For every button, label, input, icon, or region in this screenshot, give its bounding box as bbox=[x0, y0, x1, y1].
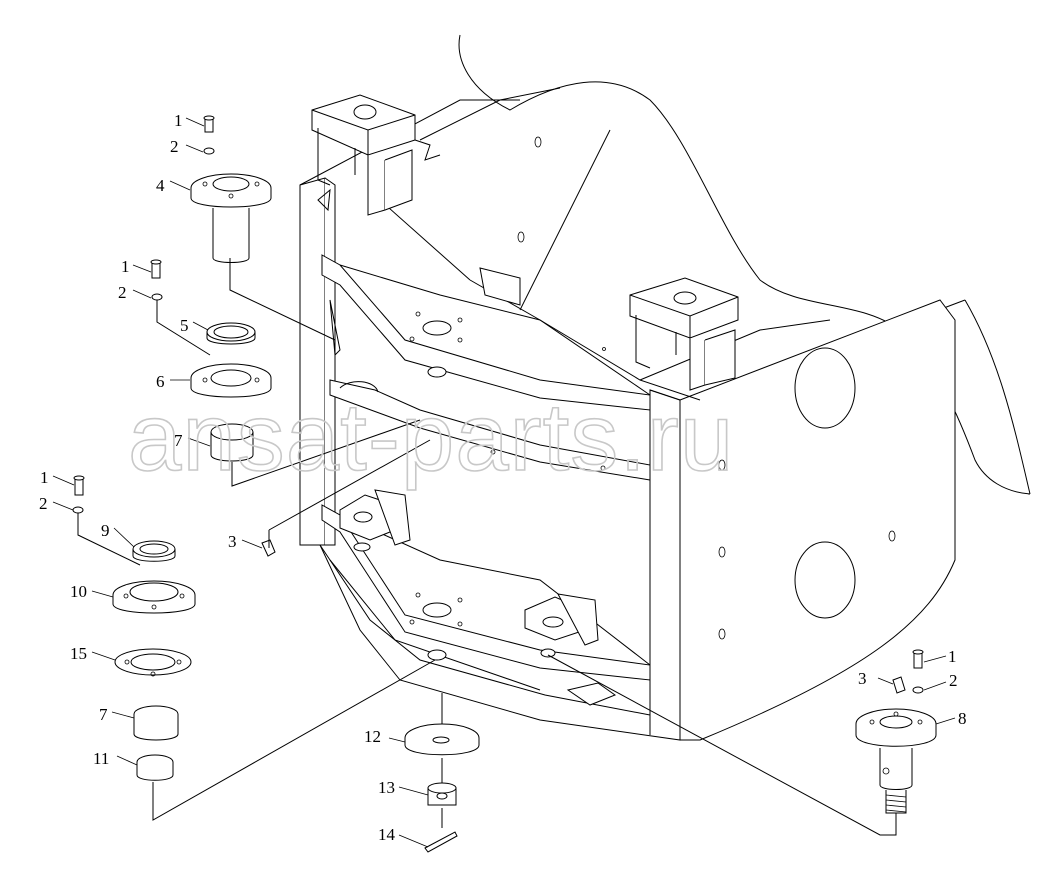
callout-3-a: 3 bbox=[228, 532, 237, 551]
bearing-assembly-lower bbox=[72, 475, 436, 821]
callout-leaders bbox=[52, 117, 956, 848]
callout-7-a: 7 bbox=[174, 431, 183, 450]
callout-1-c: 1 bbox=[40, 468, 49, 487]
callout-3-b: 3 bbox=[858, 669, 867, 688]
callout-4: 4 bbox=[156, 176, 165, 195]
callout-11: 11 bbox=[93, 749, 109, 768]
callout-2-c: 2 bbox=[39, 494, 48, 513]
pin-assembly-8 bbox=[547, 649, 937, 836]
callout-1-d: 1 bbox=[948, 647, 957, 666]
callout-2-b: 2 bbox=[118, 283, 127, 302]
callout-7-b: 7 bbox=[99, 705, 108, 724]
callout-numbers: 1 2 4 1 2 5 6 7 3 1 2 9 10 15 7 11 12 13… bbox=[39, 111, 967, 844]
callout-9: 9 bbox=[101, 521, 110, 540]
left-top-block bbox=[311, 94, 441, 216]
callout-6: 6 bbox=[156, 372, 165, 391]
callout-2-d: 2 bbox=[949, 671, 958, 690]
frame-body bbox=[299, 34, 1031, 741]
callout-13: 13 bbox=[378, 778, 395, 797]
callout-5: 5 bbox=[180, 316, 189, 335]
right-top-block bbox=[629, 277, 739, 391]
pin-assembly-4 bbox=[190, 115, 336, 341]
callout-15: 15 bbox=[70, 644, 87, 663]
callout-12: 12 bbox=[364, 727, 381, 746]
front-frame bbox=[299, 177, 681, 741]
callout-1-a: 1 bbox=[174, 111, 183, 130]
center-stack bbox=[404, 693, 480, 853]
callout-8: 8 bbox=[958, 709, 967, 728]
callout-1-b: 1 bbox=[121, 257, 130, 276]
callout-10: 10 bbox=[70, 582, 87, 601]
callout-14: 14 bbox=[378, 825, 396, 844]
watermark-text: ansat-parts.ru bbox=[128, 384, 734, 491]
callout-2-a: 2 bbox=[170, 137, 179, 156]
bearing-assembly-upper bbox=[150, 259, 431, 557]
